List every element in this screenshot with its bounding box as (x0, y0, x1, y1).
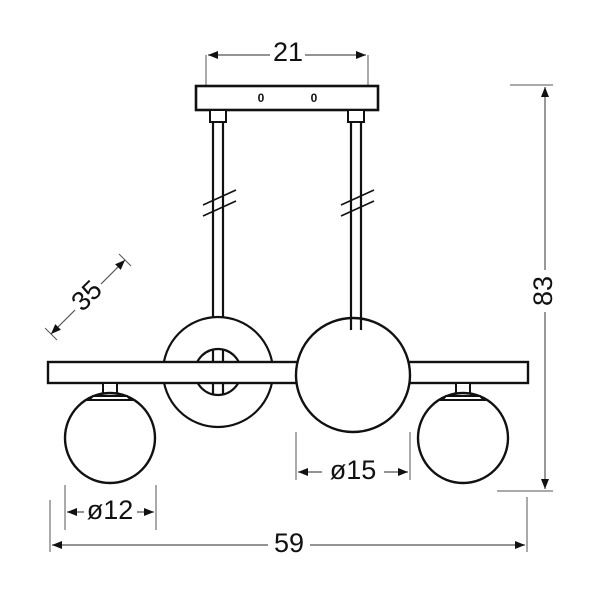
break-slash-left-1 (202, 189, 237, 206)
suspension-rod-right (349, 122, 363, 320)
globe-outer-left-sphere (63, 391, 157, 485)
dimension-large-globe-diameter: ø15 (295, 432, 411, 485)
dimension-label-total-height: 83 (528, 276, 558, 306)
dimension-total-width: 59 (49, 497, 528, 558)
dimension-small-globe-diameter: ø12 (64, 485, 157, 530)
break-symbol-left (202, 189, 237, 217)
ceiling-canopy: 0 0 (194, 84, 380, 112)
rod-collar-left (209, 109, 227, 123)
dimension-depth: 35 (44, 253, 132, 341)
canopy-plate (194, 84, 380, 112)
canopy-hole-label-1: 0 (258, 91, 265, 105)
globe-outer-right-sphere (416, 391, 510, 485)
globe-outer-right-collar (439, 395, 487, 401)
globe-outer-left-collar (86, 395, 134, 401)
canopy-hole-label-2: 0 (311, 91, 318, 105)
break-symbol-right (340, 189, 375, 217)
break-slash-right-2 (340, 200, 375, 217)
depth-dim-line-lower (50, 309, 76, 335)
cross-bar-body (46, 360, 530, 385)
globe-inner-right-sphere (294, 316, 412, 434)
dimension-canopy-width: 21 (205, 37, 369, 92)
depth-dim-line-upper (100, 259, 126, 285)
globe-outer-left (63, 382, 157, 485)
break-slash-right-1 (340, 189, 375, 206)
globe-inner-right (294, 316, 412, 434)
horizontal-cross-bar (46, 360, 530, 385)
dimension-total-height: 83 (497, 84, 558, 492)
dimension-label-canopy-width: 21 (273, 37, 303, 67)
dimension-label-depth: 35 (65, 274, 107, 316)
break-slash-left-2 (202, 200, 237, 217)
dimension-label-small-globe: ø12 (87, 495, 134, 525)
globe-outer-right (416, 382, 510, 485)
rod-collar-right (347, 109, 365, 123)
dimension-label-total-width: 59 (274, 528, 304, 558)
dimension-label-large-globe: ø15 (330, 455, 377, 485)
rod-collars (209, 109, 365, 123)
